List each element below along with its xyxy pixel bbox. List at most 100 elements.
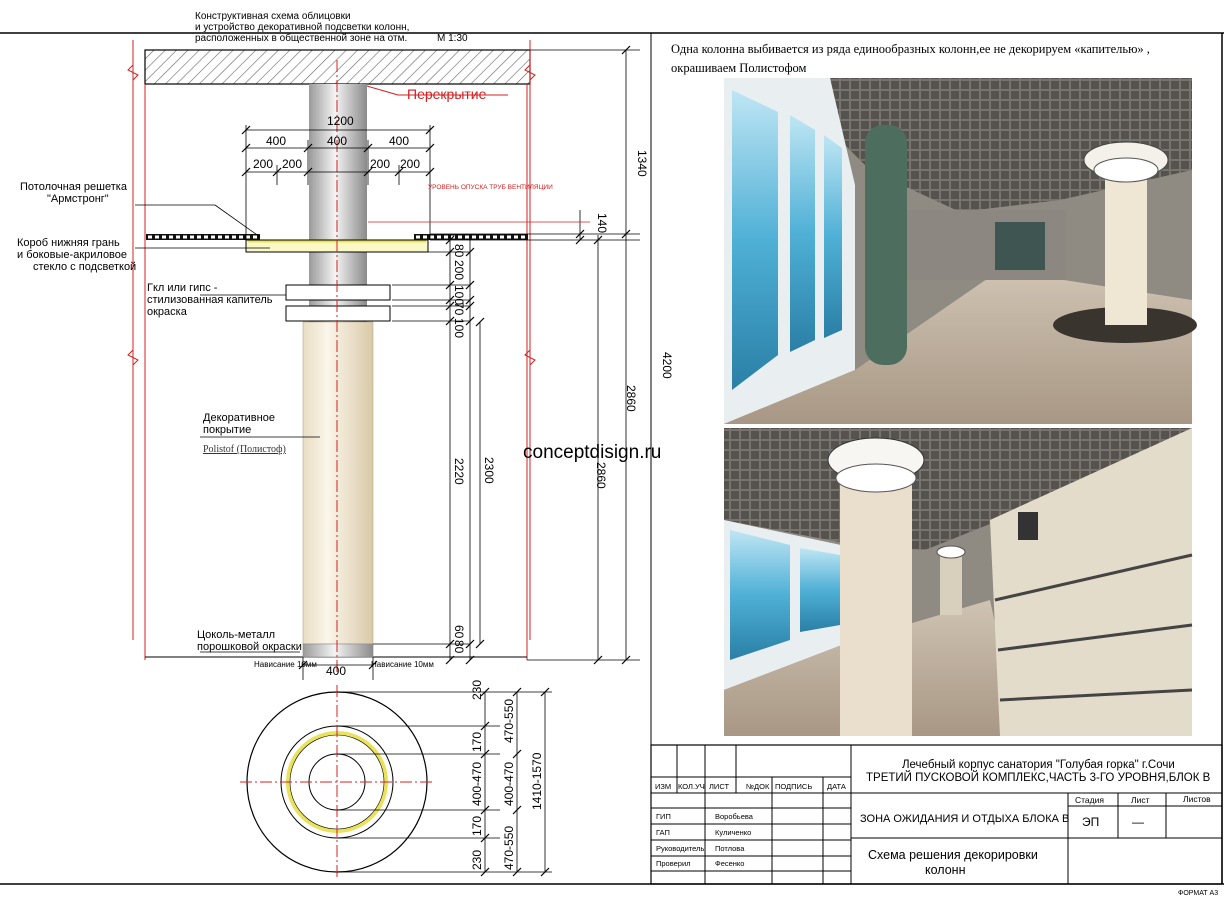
dimension-tick bbox=[445, 301, 455, 311]
plinth-label-1: Цоколь-металл bbox=[197, 629, 275, 641]
dimension-tick bbox=[425, 125, 435, 135]
capital-ring-lower bbox=[285, 305, 391, 322]
ceiling-grid-cell bbox=[225, 235, 229, 239]
dimension-tick bbox=[575, 235, 585, 245]
col-ndok: №ДОК bbox=[746, 782, 770, 791]
project-line-2: ТРЕТИЙ ПУСКОВОЙ КОМПЛЕКС,ЧАСТЬ 3-ГО УРОВ… bbox=[866, 771, 1211, 784]
ceiling-grid-label-1: Потолочная решетка bbox=[20, 181, 128, 193]
name-3: Потлова bbox=[715, 844, 745, 853]
ceiling-grid-cell bbox=[486, 235, 490, 239]
dim-2860-b: 2860 bbox=[594, 462, 608, 489]
dim-200-a: 200 bbox=[253, 157, 273, 171]
listov-header: Листов bbox=[1183, 794, 1211, 804]
decor-label-1: Декоративное bbox=[203, 412, 275, 424]
dimension-tick bbox=[593, 655, 603, 665]
plinth-label-2: порошковой окраски bbox=[197, 641, 302, 653]
name-4: Фесенко bbox=[715, 859, 744, 868]
plan-230-b: 230 bbox=[470, 850, 484, 870]
dim-200-d: 200 bbox=[400, 157, 420, 171]
dimension-tick bbox=[445, 235, 455, 245]
overhang-left: Нависание 10мм bbox=[254, 660, 317, 669]
dimension-tick bbox=[241, 167, 251, 177]
ceiling-grid-cell bbox=[479, 235, 483, 239]
dimension-tick bbox=[425, 143, 435, 153]
dimension-tick bbox=[363, 167, 373, 177]
col-data: ДАТА bbox=[827, 782, 846, 791]
dim-400-mid: 400 bbox=[327, 134, 347, 148]
overhang-right: Нависание 10мм bbox=[371, 660, 434, 669]
dim-2860-a: 2860 bbox=[624, 385, 638, 412]
project-line-1: Лечебный корпус санатория "Голубая горка… bbox=[902, 759, 1175, 771]
dimension-tick bbox=[368, 660, 378, 670]
plan-170-a: 170 bbox=[470, 732, 484, 752]
plan-470-550-b: 470-550 bbox=[502, 826, 516, 870]
vent-label: УРОВЕНЬ ОПУСКА ТРУБ ВЕНТИЛЯЦИИ bbox=[428, 184, 553, 191]
plan-470-550-a: 470-550 bbox=[502, 699, 516, 743]
title-line-3: расположенных в общественной зоне на отм… bbox=[195, 32, 407, 44]
dim-80: 80 bbox=[452, 244, 466, 258]
role-1: ГИП bbox=[656, 812, 671, 821]
dimension-tick bbox=[445, 316, 455, 326]
col-list: ЛИСТ bbox=[709, 782, 729, 791]
dimension-tick bbox=[363, 143, 373, 153]
ceiling-grid-cell bbox=[183, 235, 187, 239]
dimension-tick bbox=[445, 295, 455, 305]
ceiling-grid-cell bbox=[176, 235, 180, 239]
dimension-tick bbox=[445, 280, 455, 290]
dim-400-bottom: 400 bbox=[326, 664, 346, 678]
ceiling-grid-cell bbox=[253, 235, 257, 239]
list-value: — bbox=[1132, 815, 1144, 829]
title-line-1: Конструктивная схема облицовки bbox=[195, 10, 351, 22]
dimension-tick bbox=[465, 639, 475, 649]
dim-80-b: 80 bbox=[452, 640, 466, 654]
zone-title: ЗОНА ОЖИДАНИЯ И ОТДЫХА БЛОКА В bbox=[860, 813, 1069, 825]
dim-4200: 4200 bbox=[660, 352, 674, 379]
name-1: Воробьева bbox=[715, 812, 754, 821]
dim-1340: 1340 bbox=[635, 150, 649, 177]
ceiling-grid-cell bbox=[218, 235, 222, 239]
decor-label-3: Polistof (Полистоф) bbox=[203, 444, 286, 455]
dimension-tick bbox=[465, 655, 475, 665]
ceiling-grid-cell bbox=[514, 235, 518, 239]
ceiling-grid-cell bbox=[500, 235, 504, 239]
capital-label-1: Гкл или гипс - bbox=[147, 282, 218, 294]
drawing-title-1: Схема решения декорировки bbox=[868, 848, 1038, 862]
dim-60: 60 bbox=[452, 625, 466, 639]
role-4: Проверил bbox=[656, 859, 691, 868]
dimension-tick bbox=[621, 229, 631, 239]
plan-230-a: 230 bbox=[470, 680, 484, 700]
ceiling-grid-cell bbox=[162, 235, 166, 239]
box-label-2: и боковые-акриловое bbox=[17, 249, 127, 261]
ceiling-grid-cell bbox=[465, 235, 469, 239]
dim-2220: 2220 bbox=[452, 458, 466, 485]
box-label-3: стекло с подсветкой bbox=[33, 261, 136, 273]
dim-100-a: 100 bbox=[452, 285, 466, 305]
capital-label-3: окраска bbox=[147, 306, 188, 318]
design-note-line-1: Одна колонна выбивается из ряда единообр… bbox=[671, 42, 1150, 56]
list-header: Лист bbox=[1131, 795, 1150, 805]
ceiling-grid-cell bbox=[423, 235, 427, 239]
ceiling-grid-label-2: "Армстронг" bbox=[47, 193, 109, 205]
scale-label: М 1:30 bbox=[437, 33, 468, 44]
column-body bbox=[302, 321, 374, 645]
format-label: ФОРМАТ А3 bbox=[1178, 890, 1218, 897]
render-image-1 bbox=[724, 78, 1197, 424]
ceiling-grid-cell bbox=[437, 235, 441, 239]
ceiling-grid-cell bbox=[521, 235, 525, 239]
ceiling-grid-cell bbox=[197, 235, 201, 239]
dimension-tick bbox=[593, 235, 603, 245]
dimension-tick bbox=[445, 655, 455, 665]
ceiling-grid-cell bbox=[204, 235, 208, 239]
stadia-value: ЭП bbox=[1082, 815, 1099, 829]
ceiling-grid bbox=[146, 234, 528, 240]
dimension-tick bbox=[621, 655, 631, 665]
dimension-tick bbox=[394, 167, 404, 177]
ceiling-grid-cell bbox=[472, 235, 476, 239]
dimension-tick bbox=[298, 660, 308, 670]
name-2: Куличенко bbox=[715, 828, 751, 837]
stadia-header: Стадия bbox=[1075, 795, 1104, 805]
dimension-tick bbox=[303, 143, 313, 153]
dim-200-b: 200 bbox=[282, 157, 302, 171]
ceiling-grid-cell bbox=[169, 235, 173, 239]
